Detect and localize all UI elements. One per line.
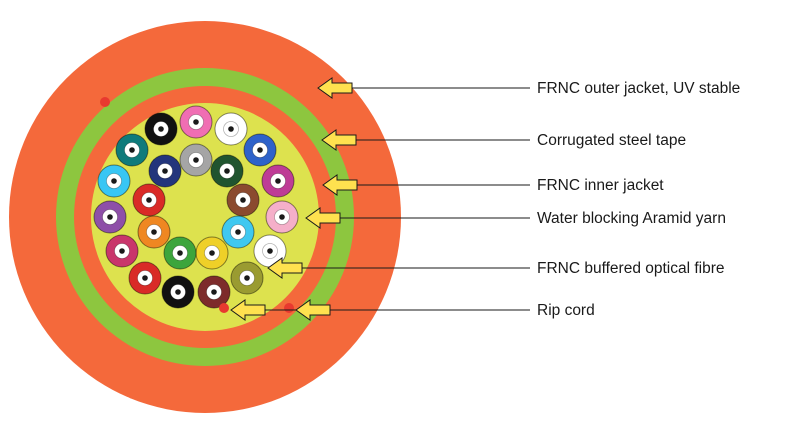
cable-layers <box>9 21 401 413</box>
fiber-core-dot <box>240 197 246 203</box>
fiber-core-dot <box>162 168 168 174</box>
fiber-core-dot <box>244 275 250 281</box>
optical-fibers <box>93 105 299 309</box>
fiber-core-dot <box>267 248 273 254</box>
callout-arrow <box>322 174 358 196</box>
fiber-core-dot <box>177 250 183 256</box>
fiber-core-dot <box>175 289 181 295</box>
callout-arrows <box>230 77 358 321</box>
fiber-core-dot <box>275 178 281 184</box>
fiber-core-dot <box>142 275 148 281</box>
callout-label-buffered-fibre: FRNC buffered optical fibre <box>537 260 725 277</box>
fiber-core-dot <box>119 248 125 254</box>
callout-label-rip-cord: Rip cord <box>537 302 595 319</box>
callout-label-aramid-yarn: Water blocking Aramid yarn <box>537 210 726 227</box>
callout-label-steel-tape: Corrugated steel tape <box>537 132 686 149</box>
fiber-core-dot <box>228 126 234 132</box>
callout-labels: FRNC outer jacket, UV stable Corrugated … <box>537 80 740 319</box>
fiber-core-dot <box>211 289 217 295</box>
callout-arrow <box>321 129 357 151</box>
callout-label-outer-jacket: FRNC outer jacket, UV stable <box>537 80 740 97</box>
callout-lines <box>265 87 530 311</box>
callout-arrow <box>317 77 353 99</box>
fiber-core-dot <box>235 229 241 235</box>
fiber-core-dot <box>279 214 285 220</box>
rip-cord-dot <box>100 97 110 107</box>
callout-arrow <box>305 207 341 229</box>
fiber-core-dot <box>151 229 157 235</box>
fiber-core-dot <box>158 126 164 132</box>
fiber-core-dot <box>224 168 230 174</box>
callout-arrow <box>230 299 266 321</box>
fiber-core-dot <box>193 119 199 125</box>
rip-cord-dot <box>284 303 294 313</box>
fiber-core-dot <box>257 147 263 153</box>
fiber-core-dot <box>146 197 152 203</box>
fiber-core-dot <box>193 157 199 163</box>
callout-label-inner-jacket: FRNC inner jacket <box>537 177 664 194</box>
fiber-core-dot <box>129 147 135 153</box>
callout-arrow <box>267 257 303 279</box>
fiber-core-dot <box>111 178 117 184</box>
rip-cord-dot <box>219 303 229 313</box>
fiber-core-dot <box>107 214 113 220</box>
callout-arrow <box>295 299 331 321</box>
fiber-core-dot <box>209 250 215 256</box>
